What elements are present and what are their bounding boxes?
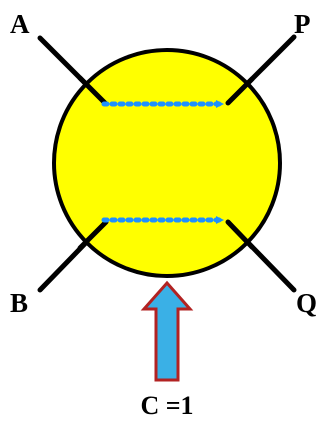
control-arrow [140, 280, 194, 382]
label-p: P [294, 9, 311, 39]
input-wire-a-inner [77, 75, 109, 107]
label-q: Q [296, 288, 317, 318]
input-wire-b-inner [77, 219, 109, 251]
output-wire-p-inner [225, 76, 255, 106]
label-a: A [10, 9, 30, 39]
output-wire-q-inner [225, 219, 255, 250]
label-b: B [10, 288, 28, 318]
control-label: C =1 [140, 391, 193, 420]
